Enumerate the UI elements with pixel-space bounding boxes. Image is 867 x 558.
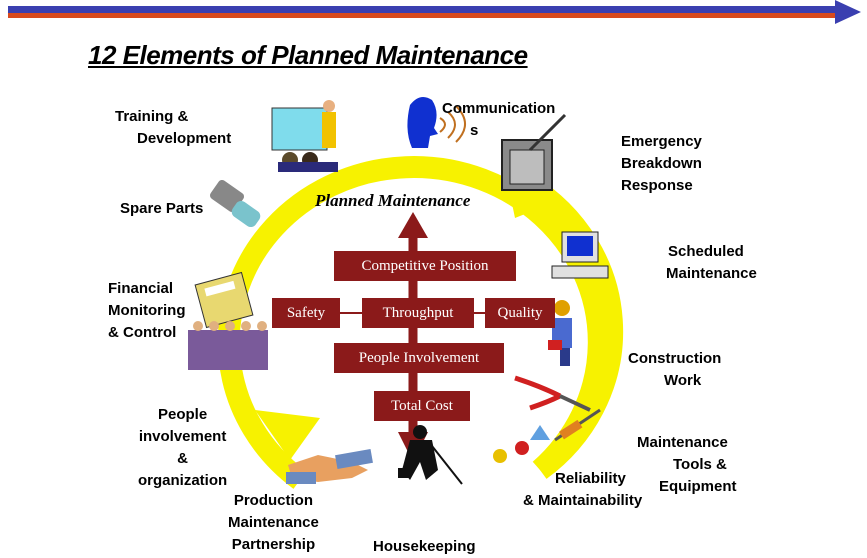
spare-parts-bolt-icon [209,179,261,228]
label-people-line4: organization [138,472,228,489]
page-title: 12 Elements of Planned Maintenance [88,40,528,70]
header-bar-blue [8,6,843,13]
emergency-clipart-icon [501,113,567,191]
label-tools: Maintenance Tools & Equipment [637,432,737,498]
label-scheduled-line2: Maintenance [666,265,757,282]
housekeeping-silhouette-icon [398,425,463,485]
label-training-line1: Training & [115,108,189,125]
box-safety: Safety [272,298,340,328]
reliability-shapes-icon [493,425,550,463]
label-people-line3: & [177,450,188,467]
label-financial-line3: & Control [108,324,177,341]
label-tools-line1: Maintenance [637,434,728,451]
label-reliability-line2: & Maintainability [523,492,643,509]
label-communication-line1: Communication [442,100,556,117]
training-clipart-icon [271,100,338,172]
label-people-line2: involvement [138,428,227,445]
handshake-icon [286,448,373,484]
label-emergency: Emergency Breakdown Response [621,131,702,197]
label-emergency-line3: Response [621,177,693,194]
box-competitive-position: Competitive Position [334,251,516,281]
header-bar [8,6,843,18]
cycle-ring-right [514,170,624,479]
label-construction: Construction Work [628,348,721,392]
label-financial: Financial Monitoring & Control [108,278,185,344]
label-production-line2: Maintenance [228,514,319,531]
label-training: Training & Development [115,106,231,150]
label-production: Production Maintenance Partnership [228,490,319,556]
center-arrow-up-icon [398,212,428,238]
label-tools-line3: Equipment [659,478,737,495]
computer-icon [551,231,609,279]
label-reliability: Reliability & Maintainability [523,468,642,512]
box-people-involvement: People Involvement [334,343,504,373]
label-financial-line2: Monitoring [108,302,186,319]
label-housekeeping: Housekeeping [373,538,476,555]
box-total-cost: Total Cost [374,391,470,421]
label-production-line3: Partnership [231,536,316,553]
label-tools-line2: Tools & [673,456,727,473]
label-spare-parts: Spare Parts [120,200,204,217]
label-communication-line2: s [470,122,479,139]
box-throughput: Throughput [362,298,474,328]
pliers-icon [514,375,591,412]
communication-head-icon [407,96,466,148]
box-quality: Quality [485,298,555,328]
label-reliability-line1: Reliability [555,470,626,487]
construction-worker-icon [548,300,572,366]
label-construction-line1: Construction [628,350,722,367]
label-scheduled: Scheduled Maintenance [666,241,757,285]
label-production-line1: Production [233,492,314,509]
label-emergency-line1: Emergency [621,133,702,150]
label-construction-line2: Work [664,372,702,389]
label-financial-line1: Financial [108,280,174,297]
label-emergency-line2: Breakdown [621,155,702,172]
header-bar-red [8,13,843,18]
calculator-icon [194,271,254,329]
cycle-arrowhead-left-icon [255,410,320,460]
header-arrow-icon [835,0,861,24]
label-people: People involvement & organization [138,404,227,492]
label-scheduled-line1: Scheduled [668,243,744,260]
label-training-line2: Development [137,130,232,147]
planned-maintenance-label: Planned Maintenance [315,191,471,210]
label-people-line1: People [157,406,208,423]
crowd-people-icon [188,321,268,370]
screwdriver-icon [554,408,601,442]
label-communication: Communication s [442,98,555,142]
